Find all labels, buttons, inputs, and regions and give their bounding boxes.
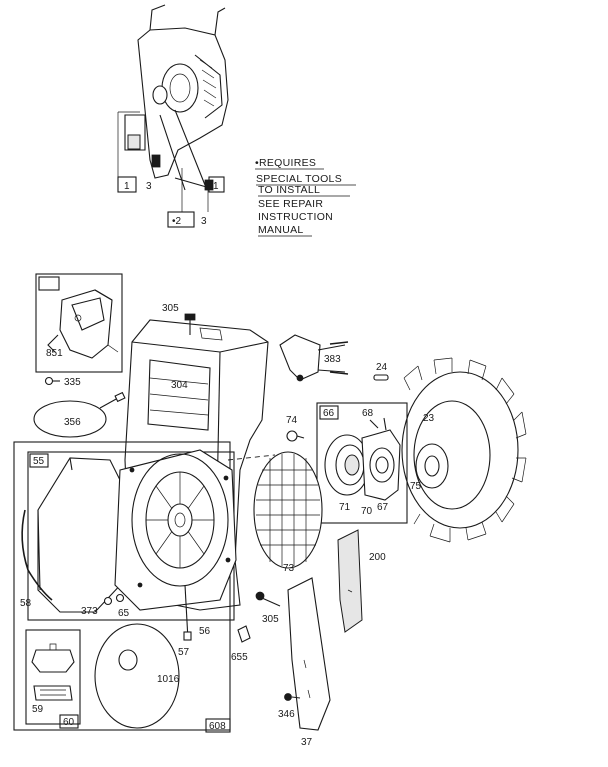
callout-305-lower: 305 [262,614,279,625]
callout-383: 383 [324,354,341,365]
callout-1016: 1016 [157,674,180,685]
callout-73: 73 [283,563,295,574]
callout-74: 74 [286,415,298,426]
screw-373-65 [103,593,125,606]
callout-box-2 [167,211,195,228]
callout-37: 37 [301,737,313,748]
callout-373: 373 [81,606,98,617]
group-66-frame [316,402,408,524]
callout-1a: 1 [124,181,130,192]
note-line-6: MANUAL [258,224,304,236]
screw-346 [284,693,301,701]
pin-24 [373,374,389,381]
callout-1b: 1 [213,181,219,192]
callout-71: 71 [339,502,351,513]
callout-24: 24 [376,362,388,373]
bolt-305-top [184,313,196,335]
wire-356 [33,391,126,438]
callout-66: 66 [323,408,335,419]
callout-200: 200 [369,552,386,563]
washer-1016 [94,623,180,729]
callout-655: 655 [231,652,248,663]
group-851-tag [38,276,60,291]
note-line-1: •REQUIRES [255,157,316,169]
callout-57: 57 [178,647,190,658]
clip-655 [237,625,251,643]
callout-68: 68 [362,408,374,419]
rotating-screen-73 [253,451,323,569]
group-55-tag [29,453,49,468]
callout-70: 70 [361,506,373,517]
callout-2: •2 [172,216,182,227]
alignment-line [227,454,276,461]
callout-356: 356 [64,417,81,428]
note-line-5: INSTRUCTION [258,211,333,223]
callout-box-1b [208,176,225,193]
group-851-frame [35,273,123,373]
callout-58: 58 [20,598,32,609]
callout-75: 75 [410,481,422,492]
note-line-4: SEE REPAIR [258,198,323,210]
callout-60: 60 [63,717,75,728]
callout-59: 59 [32,704,44,715]
callout-335: 335 [64,377,81,388]
callout-851: 851 [46,348,63,359]
callout-56: 56 [199,626,211,637]
bracket-383 [279,334,349,382]
special-tools-note: •REQUIRES SPECIAL TOOLS TO INSTALL SEE R… [255,157,356,237]
baffle-200 [337,529,363,633]
throttle-bracket-drawing [47,289,119,359]
note-line-2: SPECIAL TOOLS [256,173,342,185]
group-608-tag [205,718,231,733]
note-line-3: TO INSTALL [258,184,320,196]
group-60-frame [25,629,81,725]
callout-65: 65 [118,608,130,619]
callout-3b: 3 [201,216,207,227]
air-guide-37 [287,577,331,731]
engine-block-drawing [117,4,229,212]
rewind-starter-drawing [21,449,237,641]
callout-box-1a [117,176,137,193]
callout-304: 304 [171,380,188,391]
group-60-tag [59,714,79,729]
callout-305-top: 305 [162,303,179,314]
callout-67: 67 [377,502,389,513]
callout-346: 346 [278,709,295,720]
screw-335 [44,376,60,386]
starter-handle-drawing [31,643,75,701]
callout-55: 55 [33,456,45,467]
screw-74 [286,430,305,442]
callout-23: 23 [423,413,435,424]
flywheel-drawing [401,357,527,543]
group-66-tag [319,405,339,420]
starter-clutch-drawing [324,417,401,501]
callout-608: 608 [209,721,226,732]
group-608-frame [13,441,231,731]
callout-3a: 3 [146,181,152,192]
bolt-305-lower [255,591,281,607]
